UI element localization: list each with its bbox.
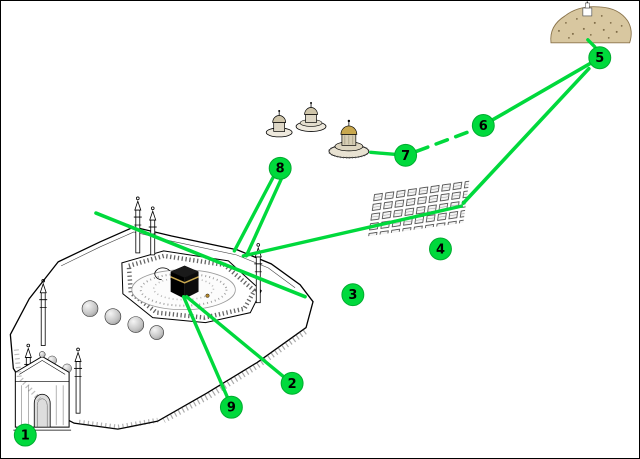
marker-9[interactable]: 9 xyxy=(219,395,243,419)
pavilion-large-right xyxy=(327,119,370,159)
finial-icon xyxy=(278,110,281,113)
pavilion-gold-dome xyxy=(340,125,358,135)
pavilion-body-streaks xyxy=(344,135,354,145)
hill-mound xyxy=(550,6,632,44)
crescent-icon xyxy=(76,347,80,352)
mataf-crowd-ring-outer xyxy=(139,272,228,307)
marker-1-label: 1 xyxy=(21,429,30,444)
crescent-icon xyxy=(150,206,155,211)
crescent-icon xyxy=(26,343,31,348)
marker-9-label: 9 xyxy=(227,401,236,416)
line-marker7-to-marker6-dashed xyxy=(414,128,475,154)
line-courtyard-diagonal xyxy=(94,211,307,299)
marker-7[interactable]: 7 xyxy=(394,143,418,167)
wall-arches-texture xyxy=(78,417,159,430)
minaret xyxy=(39,278,48,346)
mataf-crowd-ring-inner xyxy=(152,276,215,301)
line-marker7-to-pavilion xyxy=(369,150,397,157)
line-arcade-to-tent-camp xyxy=(241,204,464,258)
maqam-ibrahim xyxy=(205,293,210,298)
roof-domes xyxy=(47,300,164,374)
line-marker5-to-tent-camp xyxy=(461,66,591,205)
entrance-gate xyxy=(13,351,72,431)
hill xyxy=(550,1,632,44)
marker-3[interactable]: 3 xyxy=(341,283,365,307)
line-marker5-to-hill xyxy=(586,38,597,49)
marker-8-label: 8 xyxy=(276,162,285,177)
marker-8[interactable]: 8 xyxy=(268,156,292,180)
marker-1[interactable]: 1 xyxy=(13,423,37,447)
dome xyxy=(104,308,122,325)
wall-arches-texture xyxy=(13,349,42,401)
line-marker8-to-arcade-right xyxy=(244,177,283,258)
gate-gable-line xyxy=(19,360,66,375)
hill-speckles xyxy=(557,15,623,39)
marker-4-label: 4 xyxy=(436,242,445,257)
marker-6-label: 6 xyxy=(479,119,488,134)
marker-5-label: 5 xyxy=(595,51,604,66)
marker-3-label: 3 xyxy=(348,288,357,303)
dome xyxy=(149,325,164,340)
minaret xyxy=(74,347,83,414)
marker-6[interactable]: 6 xyxy=(471,114,495,137)
marker-7-label: 7 xyxy=(401,149,410,164)
pavilion-small-left xyxy=(265,110,293,138)
crescent-icon xyxy=(136,196,140,201)
hill-monument xyxy=(582,1,593,17)
pavilion-small-middle xyxy=(295,102,327,132)
line-marker6-to-marker5 xyxy=(491,61,592,122)
roof-parapet-line xyxy=(61,231,296,288)
hijr-ismail-wall xyxy=(154,267,170,281)
gate-arch-inner xyxy=(36,398,48,428)
wall-arches-texture xyxy=(162,329,307,423)
pavilion-dome xyxy=(304,107,318,115)
gate-arch-door xyxy=(33,393,51,428)
marker-2[interactable]: 2 xyxy=(280,371,304,395)
finial-icon xyxy=(347,119,351,123)
finial-icon xyxy=(310,102,313,105)
marker-2-label: 2 xyxy=(288,377,297,392)
kaaba xyxy=(170,265,200,299)
domed-pavilions xyxy=(265,102,370,159)
markers: 1 2 3 4 5 6 7 8 xyxy=(13,46,612,447)
line-marker8-to-arcade-left xyxy=(232,175,275,253)
gate-facade xyxy=(14,355,70,428)
kaaba-gold-band xyxy=(170,276,199,284)
dome xyxy=(127,316,145,333)
dome xyxy=(81,300,99,317)
connector-lines xyxy=(94,38,597,399)
grand-mosque-illustration xyxy=(9,196,314,431)
crescent-icon xyxy=(256,243,261,247)
crescent-icon xyxy=(41,278,46,283)
marker-5[interactable]: 5 xyxy=(588,46,612,70)
marker-4[interactable]: 4 xyxy=(429,237,452,261)
gate-dome xyxy=(38,351,46,358)
gate-facade-columns xyxy=(21,385,64,426)
line-kaaba-to-marker2 xyxy=(184,295,285,379)
pavilion-dome xyxy=(272,115,286,123)
line-kaaba-to-marker9 xyxy=(181,295,230,399)
